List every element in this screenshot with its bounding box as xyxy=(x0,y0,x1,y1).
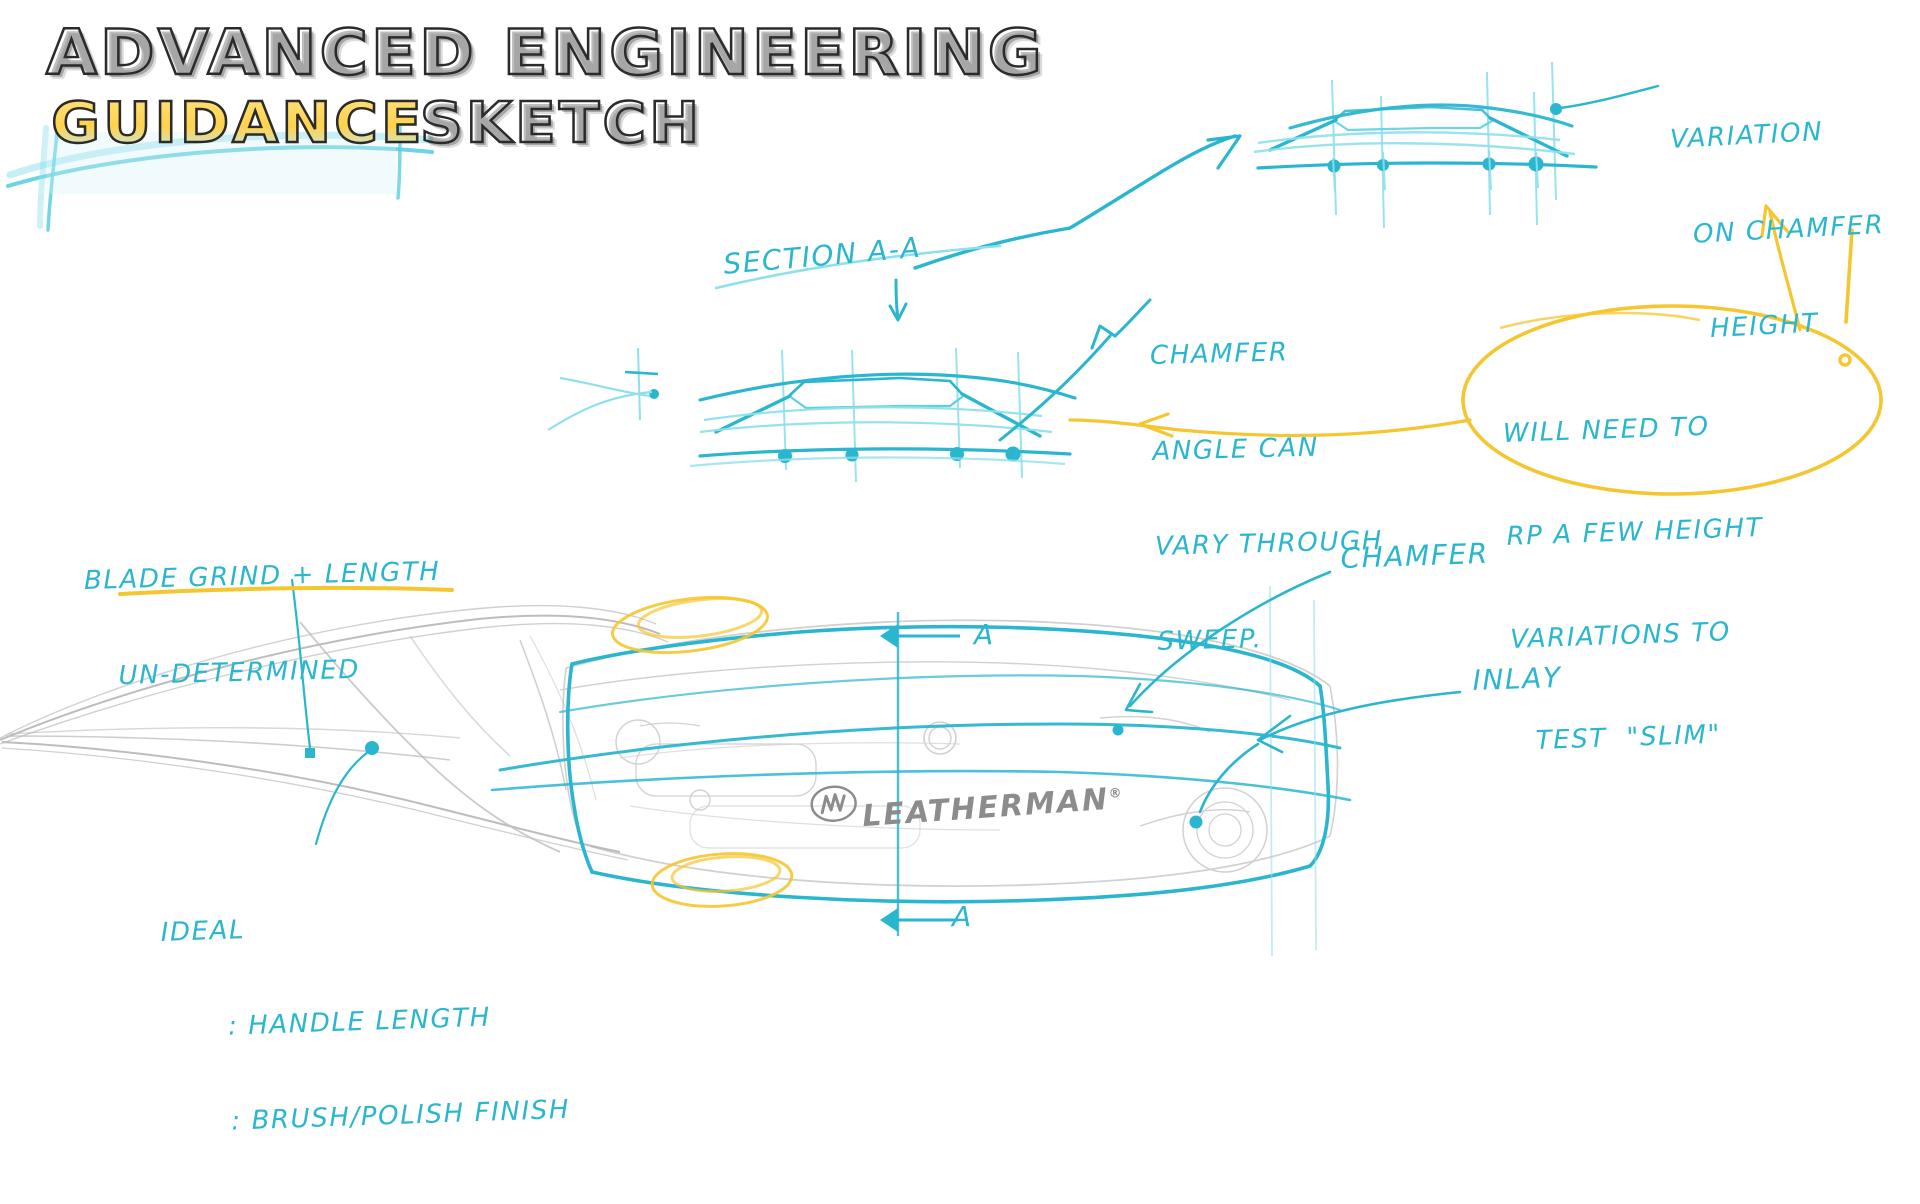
annotation-callout-bubble: WILL NEED TO RP A FEW HEIGHT VARIATIONS … xyxy=(1502,411,1764,757)
section-profile-top xyxy=(698,372,1077,402)
registered-mark: ® xyxy=(1108,785,1125,802)
profile-top-arc xyxy=(1288,103,1574,130)
yellow-highlight-loops xyxy=(611,595,794,908)
section-hline-1 xyxy=(703,406,1043,422)
section-marker-bottom: A xyxy=(952,900,973,933)
leader-blade-note xyxy=(290,578,315,758)
datum-ticks-top xyxy=(1332,149,1539,193)
sketch-artwork xyxy=(0,61,1883,957)
section-arrow-top xyxy=(880,624,898,648)
construction-lines-section xyxy=(781,347,1023,483)
section-arrow-bottom xyxy=(880,908,898,932)
view-knife-side xyxy=(0,570,1462,957)
section-baseline-ghost xyxy=(689,456,1066,468)
annotation-ideal-note: IDEAL : HANDLE LENGTH : BRUSH/POLISH FIN… xyxy=(160,915,571,1137)
handle-pencil-sketch xyxy=(559,619,1339,887)
exclamation-dot xyxy=(1838,353,1852,367)
body-line-upper xyxy=(1257,131,1561,145)
annotation-inlay-label: INLAY xyxy=(1472,660,1563,697)
leatherman-logo-mark xyxy=(810,785,857,822)
arrowhead-yellow-up xyxy=(1760,204,1790,238)
chamfer-slope-left xyxy=(1268,118,1338,152)
section-chamfer-inner xyxy=(790,395,964,410)
title-line-2-rest: SKETCH xyxy=(419,91,703,156)
title-line-1: ADVANCED ENGINEERING xyxy=(45,16,1045,89)
datum-baseline-top xyxy=(1256,161,1598,170)
arrowhead-yellow-left xyxy=(1138,412,1174,438)
body-line-lower xyxy=(1253,142,1576,156)
chamfer-flat-top xyxy=(1333,105,1494,122)
section-label-arrow-shaft xyxy=(894,278,900,320)
section-left-detail xyxy=(547,347,659,431)
sketch-canvas: ADVANCED ENGINEERING GUIDANCE SKETCH VAR… xyxy=(0,20,1885,1136)
view-section-a-a xyxy=(547,244,1152,483)
leader-chamfer-angle xyxy=(998,298,1152,442)
leader-dot-variation xyxy=(1550,103,1562,115)
annotation-chamfer-angle: CHAMFER ANGLE CAN VARY THROUGH SWEEP. xyxy=(1149,337,1384,657)
annotation-blade-note: BLADE GRIND + LENGTH UN-DETERMINED xyxy=(83,557,441,691)
section-chamfer-flat xyxy=(788,376,964,397)
title-highlight-swoosh xyxy=(6,116,434,232)
arrow-to-top-section xyxy=(913,134,1242,270)
leader-ideal-note xyxy=(314,741,379,846)
leader-variation-chamfer xyxy=(1558,84,1660,110)
callout-bubble-outline xyxy=(1461,304,1883,496)
blade-note-underline xyxy=(118,585,454,596)
leader-inlay xyxy=(1189,690,1462,829)
section-label-arrowhead xyxy=(888,302,908,322)
page-title: ADVANCED ENGINEERING GUIDANCE SKETCH xyxy=(45,20,1043,156)
leader-chamfer xyxy=(1112,570,1332,736)
annotation-chamfer-label: CHAMFER xyxy=(1340,536,1490,575)
handle-construction-verticals xyxy=(1269,585,1317,957)
arrowhead-top xyxy=(1206,134,1242,170)
section-marker-top: A xyxy=(974,618,995,651)
section-label-underline xyxy=(714,244,1002,290)
arrow-bubble-to-top xyxy=(1760,204,1854,367)
chamfer-flat-inner xyxy=(1334,119,1494,132)
arrow-bubble-to-section xyxy=(1068,412,1472,438)
view-chamfer-height-variation xyxy=(1253,61,1660,229)
title-line-2-highlight: GUIDANCE xyxy=(46,94,430,152)
section-hline-2 xyxy=(699,421,1053,434)
blade-pencil-sketch xyxy=(0,604,669,861)
exclamation-stroke xyxy=(1844,228,1854,324)
section-cut-line xyxy=(880,612,960,936)
